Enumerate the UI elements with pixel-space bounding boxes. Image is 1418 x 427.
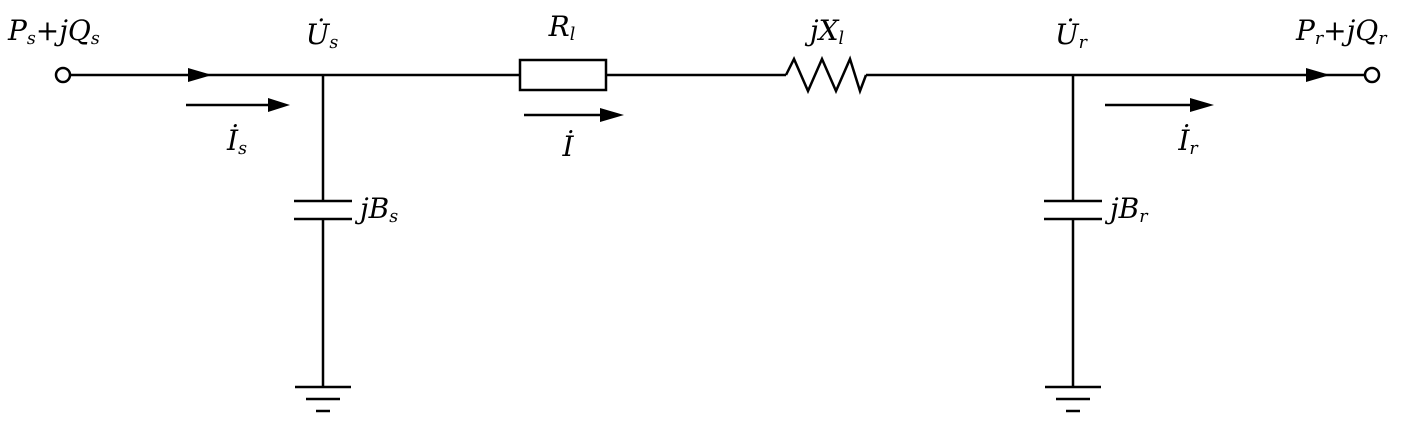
- label-series-resistance: Rl: [548, 10, 576, 46]
- capacitor-left: [294, 199, 352, 221]
- resistor: [518, 58, 608, 92]
- receiving-current-arrow-icon: [1105, 98, 1214, 112]
- capacitor-right: [1044, 199, 1102, 221]
- ground-right-icon: [1045, 385, 1101, 413]
- sending-current-arrow-icon: [186, 98, 290, 112]
- line-current-arrow-icon: [524, 108, 624, 122]
- label-source-power: Ps+jQs: [8, 14, 100, 50]
- inductor-zigzag: [784, 55, 868, 95]
- label-receive-power: Pr+jQr: [1296, 14, 1387, 50]
- label-shunt-susceptance-left: jBs: [360, 192, 399, 228]
- label-shunt-susceptance-right: jBr: [1110, 192, 1148, 228]
- terminal-right: [1363, 66, 1381, 84]
- label-sending-voltage: U̇s: [305, 18, 339, 54]
- wire-arrow-left-icon: [188, 68, 212, 82]
- shunt-branch-left: [294, 75, 352, 413]
- ground-left-icon: [295, 385, 351, 413]
- label-receiving-voltage: U̇r: [1055, 18, 1087, 54]
- terminal-left: [54, 66, 72, 84]
- label-receiving-current: İr: [1178, 124, 1198, 160]
- wire-arrow-right-icon: [1306, 68, 1330, 82]
- shunt-branch-right: [1044, 75, 1102, 413]
- label-sending-current: İs: [227, 124, 247, 160]
- label-line-current: İ: [562, 130, 574, 163]
- label-series-reactance: jXl: [809, 14, 845, 50]
